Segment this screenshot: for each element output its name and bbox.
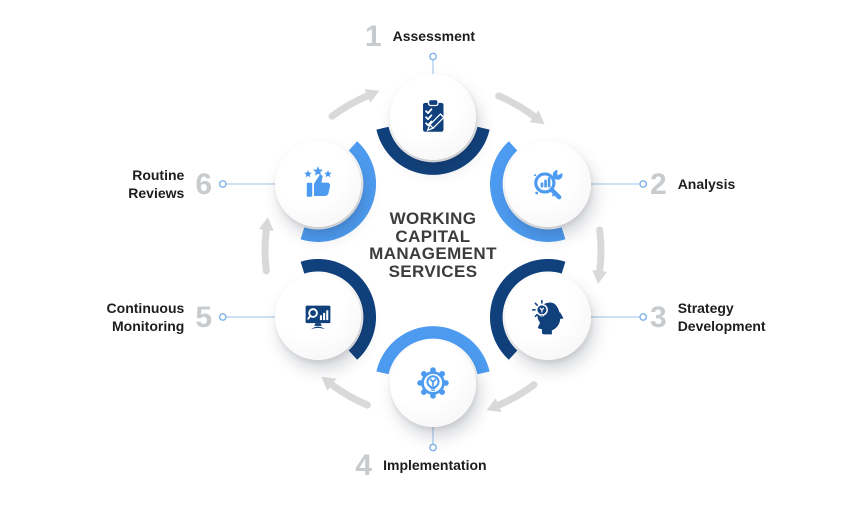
flow-arrow-2-to-3 (592, 226, 608, 284)
thumbs-up-stars-icon (304, 166, 332, 197)
step-number-5: 5 (195, 301, 212, 334)
step-title-6: Routine Reviews (128, 167, 185, 201)
flow-arrow-4-to-5 (321, 376, 371, 409)
step-node-strategy-development (505, 274, 591, 360)
connector-5 (218, 313, 275, 321)
step-arc-4 (376, 326, 490, 375)
diagram-title: WORKING CAPITAL MANAGEMENT SERVICES (369, 209, 497, 281)
connector-2 (591, 180, 648, 188)
step-title-2: Analysis (677, 176, 736, 193)
step-label-6: 6 Routine Reviews (84, 167, 212, 203)
connector-4 (429, 427, 437, 452)
step-label-3: 3 Strategy Development (650, 300, 778, 336)
step-number-1: 1 (364, 20, 382, 53)
step-node-assessment (390, 74, 476, 160)
gear-lightbulb-icon (417, 367, 449, 399)
flow-arrow-3-to-4 (486, 381, 538, 412)
head-lightbulb-icon (531, 299, 564, 335)
step-label-2: 2 Analysis (650, 170, 735, 200)
step-number-6: 6 (195, 168, 212, 201)
monitor-analytics-icon (305, 305, 331, 330)
connector-1 (429, 52, 437, 74)
step-arc-1 (376, 126, 490, 175)
step-node-routine-reviews (275, 141, 361, 227)
step-arc-5 (300, 259, 377, 360)
step-label-4: 4 Implementation (355, 451, 486, 481)
step-arc-6 (300, 141, 377, 242)
step-title-4: Implementation (383, 457, 487, 474)
step-number-2: 2 (650, 168, 667, 201)
step-arc-3 (489, 259, 566, 360)
step-title-1: Assessment (392, 28, 476, 45)
step-node-analysis (505, 141, 591, 227)
step-label-5: 5 Continuous Monitoring (84, 300, 212, 336)
step-number-4: 4 (355, 449, 373, 482)
step-title-3: Strategy Development (677, 300, 766, 334)
flow-arrow-6-to-1 (328, 89, 380, 120)
flow-arrow-1-to-2 (495, 92, 545, 125)
step-arc-2 (489, 141, 566, 242)
connector-6 (218, 180, 275, 188)
flow-arrow-5-to-6 (258, 217, 274, 275)
step-label-1: 1 Assessment (365, 22, 475, 52)
step-node-continuous-monitoring (275, 274, 361, 360)
step-title-5: Continuous Monitoring (106, 300, 185, 334)
step-number-3: 3 (650, 301, 667, 334)
connector-3 (591, 313, 648, 321)
clipboard-checklist-icon (423, 98, 445, 132)
step-node-implementation (390, 341, 476, 427)
magnifier-bar-chart-icon (533, 169, 563, 200)
